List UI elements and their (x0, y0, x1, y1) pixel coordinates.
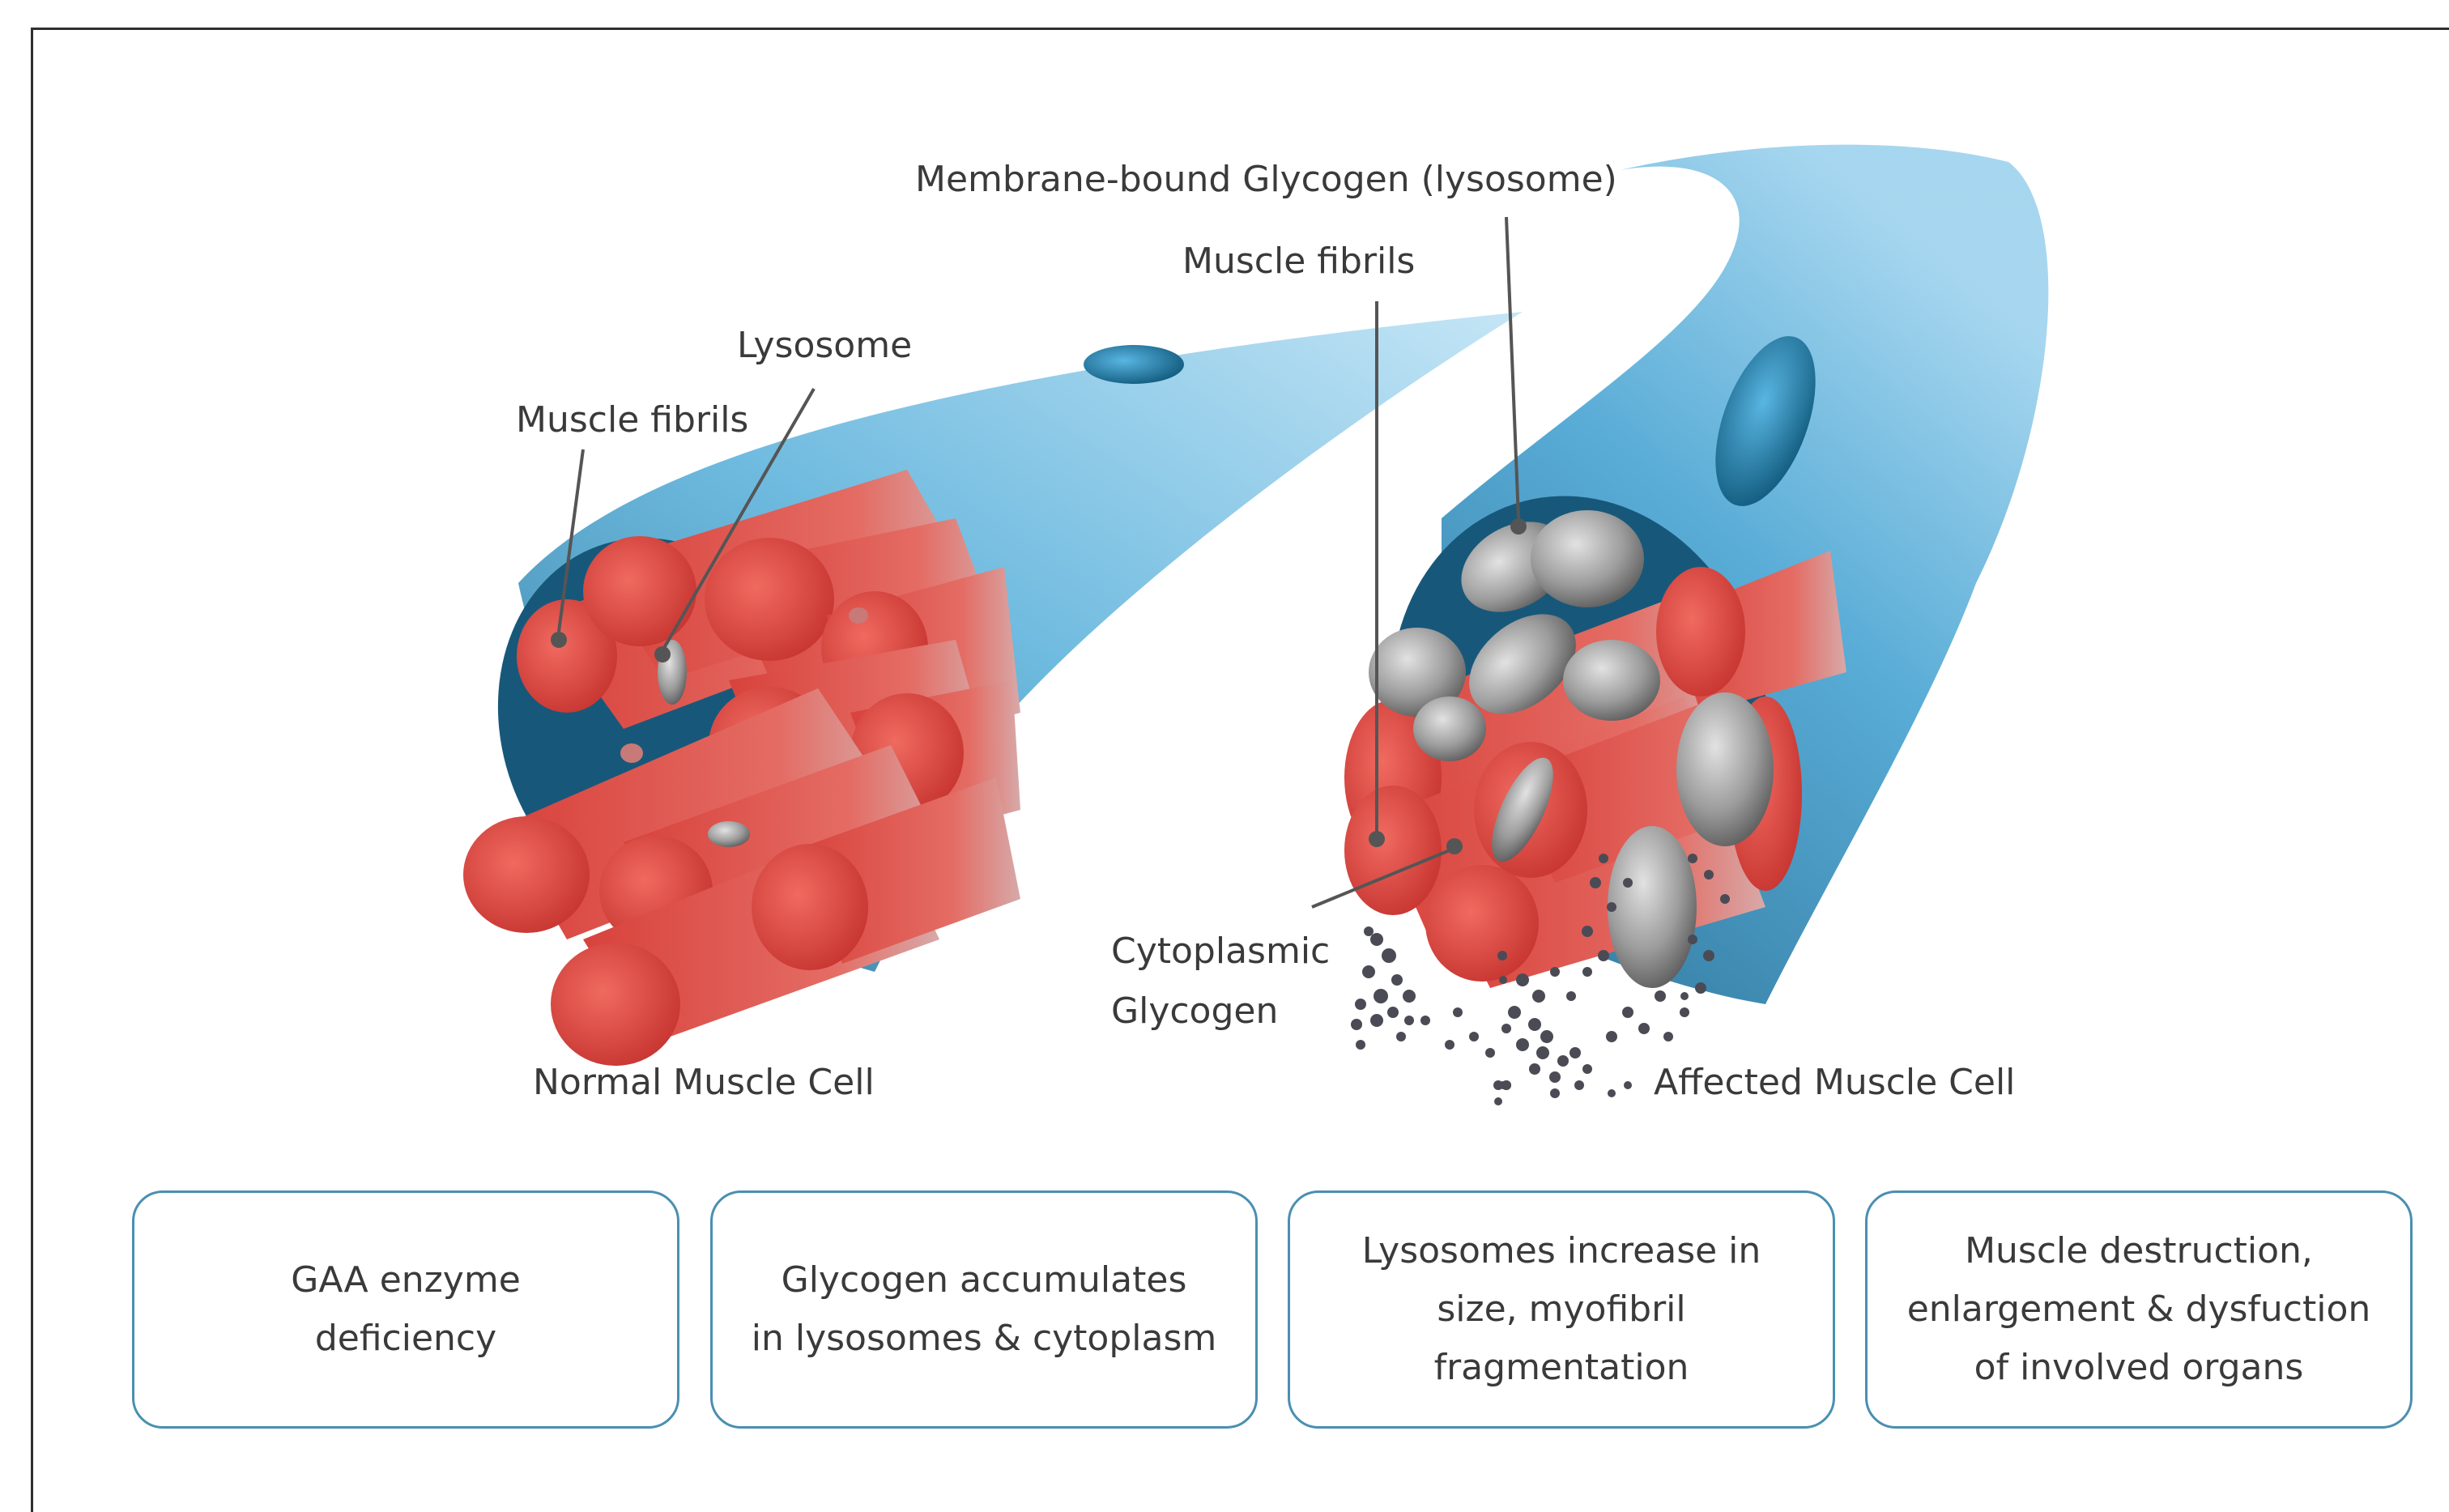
label-normal-muscle-cell: Normal Muscle Cell (533, 1061, 875, 1105)
step-box-4: Muscle destruction, enlargement & dysfuc… (1865, 1190, 2413, 1429)
step-4-line-1: Muscle destruction, (1907, 1222, 2371, 1280)
step-3-line-1: Lysosomes increase in (1314, 1222, 1808, 1280)
label-lysosome: Lysosome (737, 324, 912, 368)
step-text-2: Glycogen accumulates in lysosomes & cyto… (752, 1251, 1217, 1368)
label-cytoplasmic-glycogen-line2: Glycogen (1111, 990, 1278, 1033)
step-text-4: Muscle destruction, enlargement & dysfuc… (1907, 1222, 2371, 1397)
step-box-3: Lysosomes increase in size, myofibril fr… (1288, 1190, 1835, 1429)
step-4-line-3: of involved organs (1907, 1339, 2371, 1397)
step-3-line-2: size, myofibril fragmentation (1314, 1280, 1808, 1397)
step-2-line-1: Glycogen accumulates (752, 1251, 1217, 1310)
step-1-line-2: deficiency (291, 1310, 521, 1368)
label-affected-muscle-cell: Affected Muscle Cell (1654, 1061, 2015, 1105)
step-2-line-2: in lysosomes & cytoplasm (752, 1310, 1217, 1368)
step-box-1: GAA enzyme deficiency (132, 1190, 679, 1429)
step-text-1: GAA enzyme deficiency (291, 1251, 521, 1368)
label-membrane-bound-glycogen: Membrane-bound Glycogen (lysosome) (915, 158, 1617, 202)
step-box-2: Glycogen accumulates in lysosomes & cyto… (710, 1190, 1258, 1429)
label-muscle-fibrils-affected: Muscle fibrils (1182, 240, 1415, 283)
step-text-3: Lysosomes increase in size, myofibril fr… (1314, 1222, 1808, 1397)
step-4-line-2: enlargement & dysfuction (1907, 1280, 2371, 1339)
label-cytoplasmic-glycogen-line1: Cytoplasmic (1111, 930, 1330, 973)
label-muscle-fibrils-normal: Muscle fibrils (516, 398, 748, 442)
step-1-line-1: GAA enzyme (291, 1251, 521, 1310)
